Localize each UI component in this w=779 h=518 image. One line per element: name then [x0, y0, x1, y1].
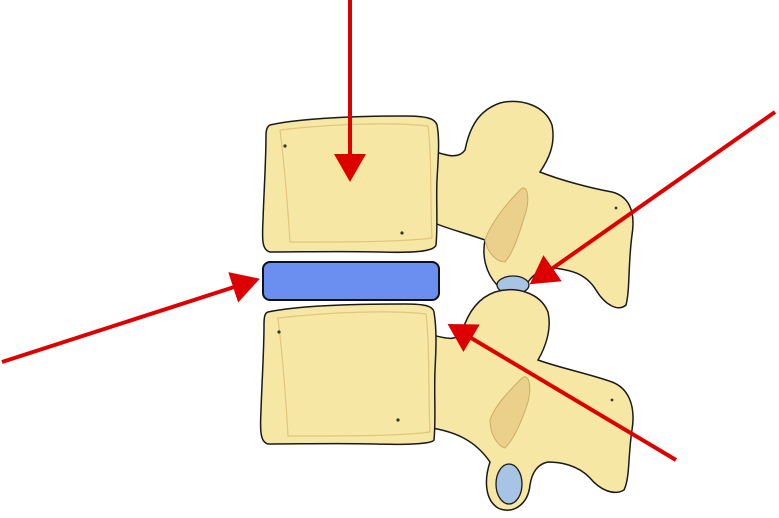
intervertebral-disc — [263, 262, 439, 300]
lower-facet-cartilage — [496, 464, 522, 504]
upper-posterior-elements — [430, 101, 633, 307]
lower-posterior-elements — [432, 290, 633, 510]
arrow-to-intervertebral-disc — [2, 280, 256, 362]
